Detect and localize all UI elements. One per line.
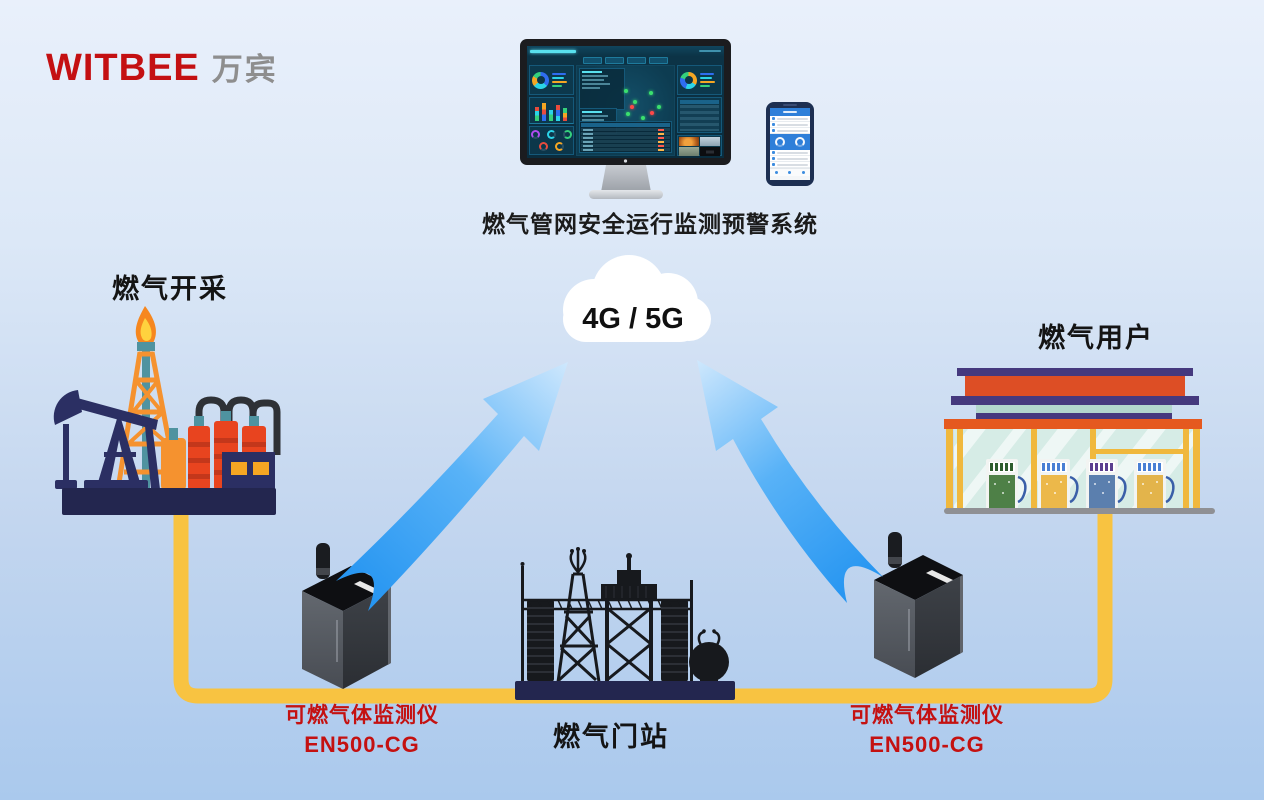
dashboard-right-column bbox=[677, 65, 722, 156]
video-thumbnail bbox=[700, 147, 720, 156]
video-thumbnails-panel bbox=[677, 135, 722, 156]
video-thumbnail bbox=[679, 137, 699, 146]
site-label-users: 燃气用户 bbox=[1038, 323, 1154, 353]
device-name: 可燃气体监测仪 bbox=[850, 704, 1004, 727]
brand-logo-text: WITBEE bbox=[46, 47, 200, 89]
chart-legend bbox=[700, 73, 719, 87]
bar-chart-panel bbox=[529, 97, 574, 124]
phone-gauges bbox=[770, 134, 810, 150]
dashboard-screen bbox=[527, 46, 724, 158]
site-label-extraction: 燃气开采 bbox=[112, 274, 228, 304]
device-name: 可燃气体监测仪 bbox=[285, 704, 439, 727]
gas-detector-device-right bbox=[874, 532, 963, 678]
map-marker-green bbox=[633, 99, 638, 104]
map-marker-green bbox=[648, 90, 653, 95]
phone-list-item bbox=[770, 128, 810, 134]
map-marker-red bbox=[649, 110, 654, 115]
dashboard-clock-bar bbox=[699, 50, 721, 52]
alarm-table bbox=[579, 121, 672, 153]
device-label-right: 可燃气体监测仪 EN500-CG bbox=[822, 701, 1032, 759]
dashboard-header bbox=[527, 46, 724, 56]
phone-speaker bbox=[783, 104, 797, 106]
site-label-gate-station: 燃气门站 bbox=[553, 722, 669, 752]
device-model: EN500-CG bbox=[869, 732, 985, 757]
data-table-panel bbox=[677, 97, 722, 133]
dashboard-title-bar bbox=[530, 49, 576, 53]
donut-chart-panel bbox=[529, 65, 574, 95]
fuel-dispenser bbox=[986, 459, 1027, 509]
gate-platform bbox=[515, 681, 735, 700]
donut-chart bbox=[532, 71, 549, 89]
flame-inner bbox=[140, 318, 152, 341]
brand-logo: WITBEE 万宾 bbox=[46, 44, 278, 90]
gate-station-illustration bbox=[515, 547, 735, 700]
gas-detector-device bbox=[302, 543, 391, 689]
map-marker-green bbox=[623, 89, 628, 94]
map-marker-red bbox=[630, 105, 635, 110]
map-marker-green bbox=[641, 115, 646, 120]
table-header bbox=[581, 123, 670, 127]
fuel-dispenser bbox=[1038, 459, 1079, 509]
station-base bbox=[944, 508, 1215, 514]
fuel-dispenser bbox=[1086, 459, 1127, 509]
video-thumbnail bbox=[679, 147, 699, 156]
uplink-arrow-right bbox=[697, 360, 883, 603]
monitor-logo-dot bbox=[623, 159, 628, 163]
device-label-left: 可燃气体监测仪 EN500-CG bbox=[257, 701, 467, 759]
small-tank bbox=[161, 438, 186, 490]
cloud-icon bbox=[563, 255, 711, 342]
dashboard-nav-tabs bbox=[527, 56, 724, 65]
extraction-platform bbox=[62, 488, 276, 515]
gas-station-illustration bbox=[944, 368, 1215, 514]
chart-legend bbox=[552, 73, 571, 87]
map-marker-green bbox=[656, 105, 661, 110]
phone-list-item bbox=[770, 162, 810, 168]
phone-app-screen bbox=[770, 108, 810, 180]
donut-chart bbox=[680, 71, 697, 89]
dashboard-left-column bbox=[529, 65, 574, 156]
gauge-rings-panel bbox=[529, 126, 574, 155]
pump-jack bbox=[53, 390, 160, 489]
gas-extraction-illustration bbox=[53, 306, 281, 515]
map-info-panel bbox=[579, 68, 625, 110]
map-marker-green bbox=[625, 112, 630, 117]
device-model: EN500-CG bbox=[304, 732, 420, 757]
brand-logo-suffix: 万宾 bbox=[211, 52, 278, 87]
fuel-dispenser bbox=[1134, 459, 1175, 509]
phone-bottom-nav bbox=[770, 168, 810, 176]
uplink-arrow-left bbox=[336, 362, 568, 611]
system-caption: 燃气管网安全运行监测预警系统 bbox=[482, 211, 818, 237]
donut-chart-panel-right bbox=[677, 65, 722, 95]
phone-app-header bbox=[770, 108, 810, 116]
network-label: 4G / 5G bbox=[582, 302, 684, 335]
video-thumbnail bbox=[700, 137, 720, 146]
dashboard-map bbox=[576, 65, 675, 156]
process-pipes bbox=[195, 396, 281, 455]
